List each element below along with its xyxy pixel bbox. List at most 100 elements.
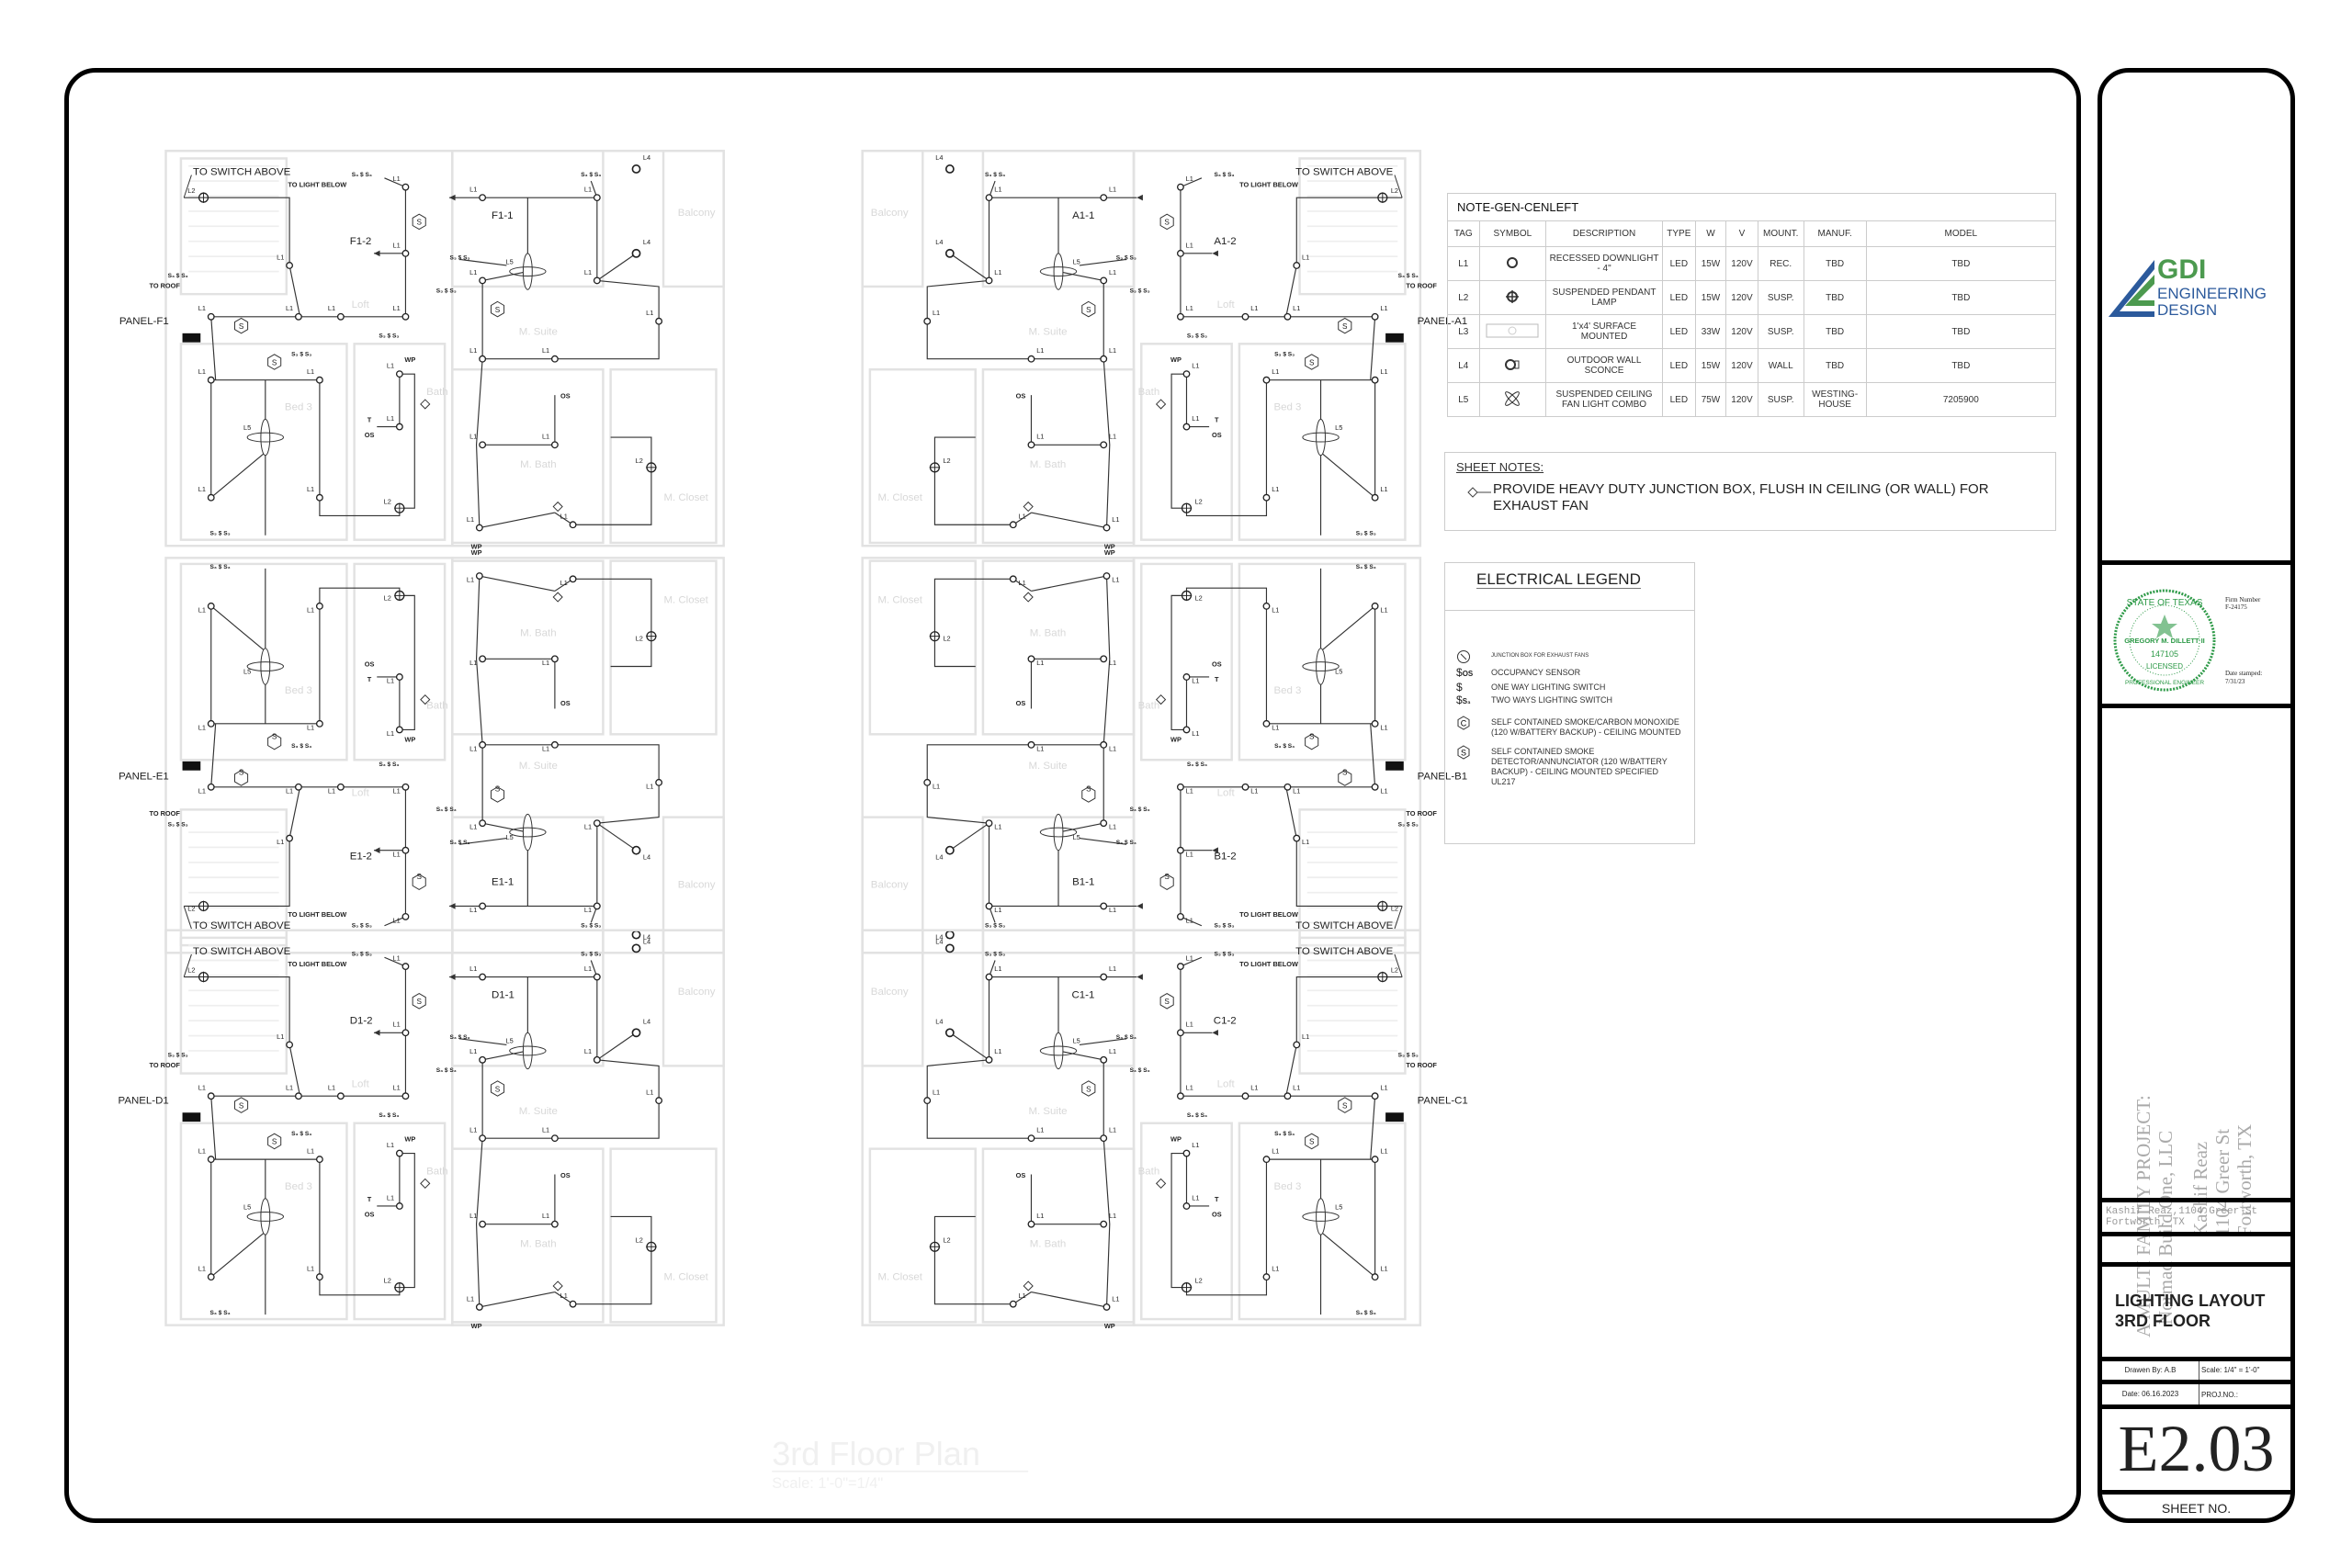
room-label: Bed 3 (285, 685, 312, 696)
fixture-tag: L1 (542, 1212, 549, 1220)
fixture-tag: L1 (1380, 367, 1387, 376)
occupancy-sensor-icon: $OS (1456, 666, 1474, 679)
recessed-downlight-icon (593, 902, 601, 910)
circuit-label: B1-2 (1214, 852, 1236, 863)
recessed-downlight-icon (1283, 312, 1292, 321)
seal-lic: LICENSED (2146, 662, 2183, 671)
room-label: Loft (1217, 1078, 1236, 1089)
v-cell: 120V (1725, 246, 1758, 281)
arrow-icon (449, 194, 456, 201)
smoke-detector-icon (490, 300, 505, 318)
arrow-icon (1136, 194, 1143, 201)
pendant-cross (198, 971, 209, 983)
fixture-tag: L1 (1380, 1084, 1387, 1092)
recessed-downlight-icon (593, 1055, 601, 1064)
sheet-notes-heading: SHEET NOTES: (1456, 460, 1544, 474)
circuit-wire (596, 253, 637, 281)
recessed-downlight-icon (479, 1055, 487, 1064)
occupancy-sensor-label: OS (560, 699, 571, 707)
wall-outline (861, 557, 1136, 954)
to-switch-above-note: TO SWITCH ABOVE (1295, 946, 1394, 957)
recessed-downlight-icon (401, 1092, 410, 1100)
pendant-lamp-icon (1506, 289, 1520, 303)
smoke-detector-icon: S (1456, 745, 1471, 762)
circuit-label: B1-1 (1072, 876, 1094, 887)
room-label: Balcony (678, 208, 716, 219)
leader-line (1394, 953, 1403, 977)
recessed-downlight-icon (1176, 1092, 1184, 1100)
recessed-downlight-icon (1283, 1092, 1292, 1100)
arrow-icon (373, 1029, 380, 1036)
fixture-tag: L1 (1380, 1147, 1387, 1156)
mount-cell: SUSP. (1757, 314, 1804, 349)
seal-num: 147105 (2151, 649, 2178, 659)
fixture-tag: L1 (387, 1193, 394, 1201)
wall-sconce-icon (631, 930, 641, 940)
fixture-tag: L1 (307, 485, 314, 493)
bedroom-wall (179, 343, 348, 541)
switch-label: S₃ $ S₃ (449, 1034, 469, 1041)
ceiling-fan-icon (1039, 253, 1078, 290)
fixture-tag: L1 (1109, 1212, 1116, 1220)
manuf-cell: TBD (1803, 280, 1867, 315)
to-light-below-note: TO LIGHT BELOW (1239, 960, 1298, 968)
circuit-wire (399, 373, 415, 509)
fixture-tag: L1 (994, 1047, 1001, 1055)
closet-wall (868, 367, 977, 545)
balcony-wall (662, 929, 725, 1067)
recessed-downlight-icon (315, 602, 323, 610)
pendant-cross (1181, 590, 1193, 602)
bath-wall (1140, 343, 1233, 541)
recessed-downlight-icon (1100, 740, 1108, 749)
smoke-detector-glyph: S (1309, 358, 1315, 367)
fixture-tag: L1 (1380, 605, 1387, 614)
recessed-downlight-icon (1182, 370, 1191, 378)
fixture-tag: L1 (1272, 367, 1279, 376)
recessed-downlight-icon (1100, 973, 1108, 981)
fixture-tag: L1 (542, 433, 549, 441)
surface-mounted-icon (1486, 323, 1539, 337)
recessed-downlight-icon (1262, 493, 1271, 502)
fixture-tag: L2 (1391, 966, 1398, 975)
fixture-tag: L1 (1380, 485, 1387, 493)
recessed-downlight-icon (593, 194, 601, 202)
leader-line (183, 175, 192, 198)
circuit-wire (1370, 316, 1376, 380)
recessed-downlight-icon (593, 819, 601, 828)
recessed-downlight-icon (1176, 1029, 1184, 1037)
sheet-title-line-2: 3RD FLOOR (2115, 1312, 2211, 1330)
circuit-wire (1102, 358, 1111, 528)
recessed-downlight-icon (207, 783, 215, 791)
switch-label: S₃ $ S₃ (449, 254, 469, 261)
occupancy-sensor-label: OS (560, 391, 571, 400)
circuit-wire (210, 605, 266, 652)
tag-cell: L2 (1447, 280, 1480, 315)
v-cell: 120V (1725, 348, 1758, 383)
circuit-wire (1170, 1152, 1187, 1289)
legend-item-label: ONE WAY LIGHTING SWITCH (1491, 682, 1606, 692)
fixture-tag: L1 (469, 659, 477, 667)
room-label: M. Closet (877, 595, 922, 606)
switch-label: S₃ $ S₃ (985, 952, 1005, 958)
firm-number-label: Firm Number (2225, 596, 2261, 604)
circuit-wire (481, 744, 660, 824)
circuit-wire (933, 1215, 1013, 1305)
switch-label: S₃ $ S₃ (352, 922, 372, 929)
recessed-downlight-icon (1100, 655, 1108, 663)
room-label: Bed 3 (1273, 402, 1301, 413)
fixture-tag: L1 (542, 659, 549, 667)
symbol-cell (1478, 246, 1547, 281)
arrow-icon (1212, 250, 1218, 257)
panel-label: PANEL-C1 (1418, 1095, 1468, 1106)
fixture-tag: L1 (1380, 723, 1387, 731)
fixture-tag: L1 (1186, 175, 1193, 183)
fixture-tag: L1 (328, 304, 335, 312)
seal-bottom: PROFESSIONAL ENGINEER (2125, 680, 2204, 686)
fixture-tag: L1 (469, 744, 477, 752)
project-line-5: Fortworth, TX (2233, 1123, 2256, 1236)
recessed-downlight-icon (479, 276, 487, 285)
drawn-by: Drawen By: A.B (2102, 1361, 2199, 1380)
room-label: M. Bath (520, 1238, 557, 1249)
electrical-panel (1385, 333, 1404, 343)
column-header: W (1694, 220, 1727, 247)
